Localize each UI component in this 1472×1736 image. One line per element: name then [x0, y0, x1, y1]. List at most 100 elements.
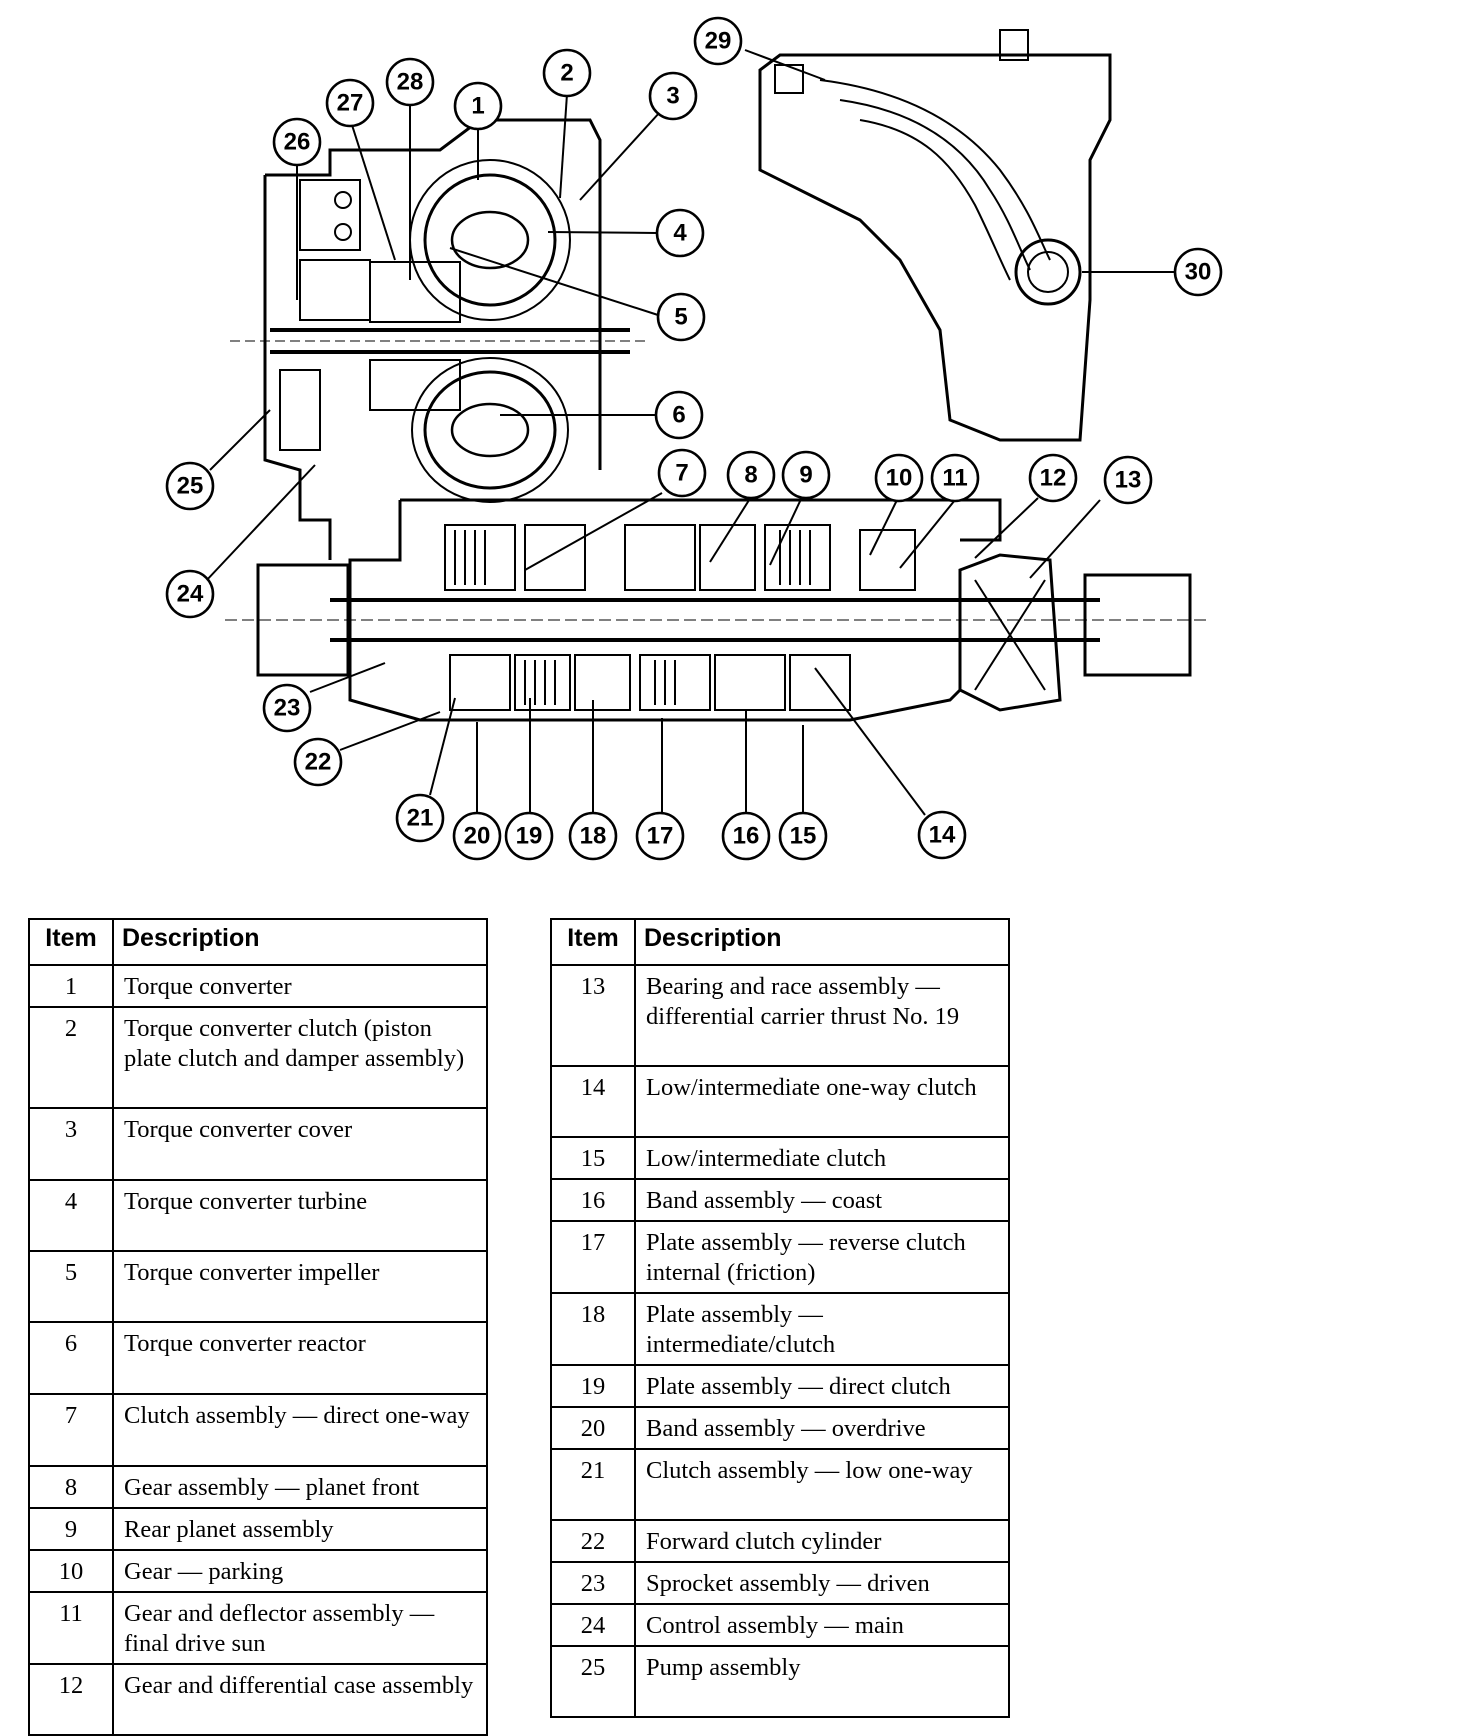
item-number: 17	[550, 1220, 636, 1294]
callout-10: 10	[874, 453, 924, 503]
item-number: 6	[28, 1321, 114, 1395]
item-description: Plate assembly — intermediate/clutch	[634, 1292, 1010, 1366]
item-description: Sprocket assembly — driven	[634, 1561, 1010, 1605]
svg-text:13: 13	[1115, 467, 1142, 494]
item-number: 14	[550, 1065, 636, 1138]
svg-text:14: 14	[929, 822, 956, 849]
item-description: Band assembly — coast	[634, 1178, 1010, 1222]
callout-2: 2	[542, 48, 592, 98]
item-description: Torque converter turbine	[112, 1179, 488, 1252]
svg-text:3: 3	[666, 83, 679, 110]
callout-15: 15	[778, 811, 828, 861]
item-number: 2	[28, 1006, 114, 1109]
item-description: Forward clutch cylinder	[634, 1519, 1010, 1563]
svg-text:11: 11	[942, 465, 967, 492]
svg-text:22: 22	[305, 749, 332, 776]
item-number: 22	[550, 1519, 636, 1563]
leader-lines	[204, 49, 1178, 816]
svg-text:17: 17	[647, 823, 674, 850]
item-column-header: Item	[550, 918, 636, 966]
callout-25: 25	[165, 461, 215, 511]
svg-text:15: 15	[790, 823, 817, 850]
callout-12: 12	[1028, 453, 1078, 503]
svg-text:18: 18	[580, 823, 607, 850]
callout-17: 17	[635, 811, 685, 861]
callout-3: 3	[648, 71, 698, 121]
callout-23: 23	[262, 683, 312, 733]
item-description: Torque converter clutch (piston plate cl…	[112, 1006, 488, 1109]
callout-26: 26	[272, 117, 322, 167]
callout-24: 24	[165, 569, 215, 619]
callout-4: 4	[655, 208, 705, 258]
item-number: 18	[550, 1292, 636, 1366]
callout-16: 16	[721, 811, 771, 861]
item-number: 24	[550, 1603, 636, 1647]
callout-8: 8	[726, 450, 776, 500]
item-number: 5	[28, 1250, 114, 1323]
svg-text:6: 6	[672, 402, 685, 429]
item-number: 8	[28, 1465, 114, 1509]
item-description: Low/intermediate one-way clutch	[634, 1065, 1010, 1138]
item-number: 13	[550, 964, 636, 1067]
item-description: Band assembly — overdrive	[634, 1406, 1010, 1450]
callout-9: 9	[781, 450, 831, 500]
item-number: 19	[550, 1364, 636, 1408]
item-number: 11	[28, 1591, 114, 1665]
callout-29: 29	[693, 16, 743, 66]
item-description: Clutch assembly — direct one-way	[112, 1393, 488, 1467]
transaxle-cutaway-diagram: 1 2 3 4 5 6 7 8 9 10 11 12 13 14 15 16 1…	[165, 16, 1223, 861]
callout-30: 30	[1173, 247, 1223, 297]
svg-text:23: 23	[274, 695, 301, 722]
svg-text:10: 10	[886, 465, 913, 492]
svg-text:25: 25	[177, 473, 204, 500]
item-description: Bearing and race assembly — differential…	[634, 964, 1010, 1067]
callout-11: 11	[930, 453, 980, 503]
callout-6: 6	[654, 390, 704, 440]
svg-text:24: 24	[177, 581, 204, 608]
svg-text:29: 29	[705, 28, 732, 55]
callout-13: 13	[1103, 455, 1153, 505]
item-number: 1	[28, 964, 114, 1008]
item-number: 16	[550, 1178, 636, 1222]
item-number: 25	[550, 1645, 636, 1718]
description-column-header: Description	[112, 918, 488, 966]
svg-text:12: 12	[1040, 465, 1067, 492]
svg-text:28: 28	[397, 69, 424, 96]
item-description: Torque converter reactor	[112, 1321, 488, 1395]
callout-7: 7	[657, 448, 707, 498]
item-description: Clutch assembly — low one-way	[634, 1448, 1010, 1521]
svg-text:5: 5	[674, 304, 687, 331]
item-description: Plate assembly — direct clutch	[634, 1364, 1010, 1408]
callout-21: 21	[395, 793, 445, 843]
callout-22: 22	[293, 737, 343, 787]
item-number: 4	[28, 1179, 114, 1252]
svg-text:30: 30	[1185, 259, 1212, 286]
svg-text:19: 19	[516, 823, 543, 850]
item-number: 12	[28, 1663, 114, 1736]
item-description: Torque converter cover	[112, 1107, 488, 1181]
svg-text:16: 16	[733, 823, 760, 850]
callout-20: 20	[452, 811, 502, 861]
item-description: Control assembly — main	[634, 1603, 1010, 1647]
svg-text:9: 9	[799, 462, 812, 489]
item-number: 7	[28, 1393, 114, 1467]
svg-text:20: 20	[464, 823, 491, 850]
